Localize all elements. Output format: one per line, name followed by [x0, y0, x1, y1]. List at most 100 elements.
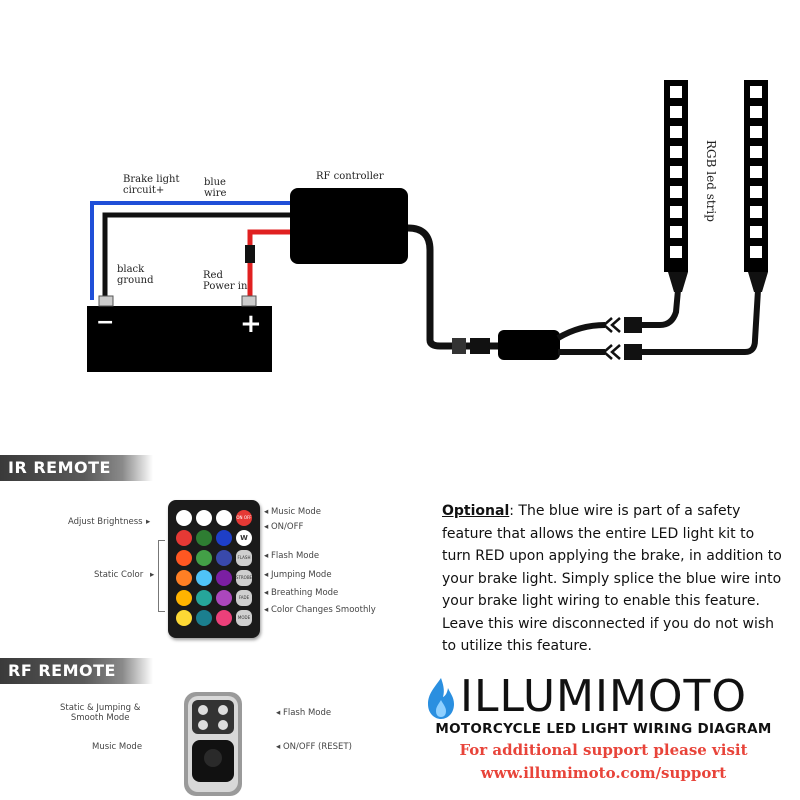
strip-tail-1	[668, 272, 688, 292]
led-chip	[750, 186, 762, 198]
red-power-wire	[247, 229, 290, 300]
orange-button[interactable]	[176, 570, 192, 586]
brake-light-label: Brake light circuit+	[123, 174, 180, 196]
blue-wire-label-line1: blue	[204, 177, 226, 188]
led-chip	[750, 226, 762, 238]
black-ground-label-line1: black	[117, 264, 145, 275]
white-button[interactable]: W	[236, 530, 252, 546]
yellow-button[interactable]	[176, 610, 192, 626]
fade-button[interactable]: FADE	[236, 590, 252, 606]
ir-label-color-changes-row: ◂ Color Changes Smoothly	[264, 605, 376, 615]
ir-label-color-changes-smoothly: Color Changes Smoothly	[270, 605, 376, 615]
blue-button[interactable]	[216, 530, 232, 546]
rf-remote-fob	[184, 692, 242, 796]
ir-arrow-adjust-brightness: ▸	[146, 517, 151, 527]
ir-arrow-static-color: ▸	[150, 570, 155, 580]
support-url[interactable]: www.illumimoto.com/support	[480, 764, 727, 782]
optional-body: : The blue wire is part of a safety feat…	[442, 503, 782, 654]
led-chip	[670, 206, 682, 218]
battery-plus-sign: +	[240, 309, 262, 339]
rf-label-flash-mode-row: ◂ Flash Mode	[276, 708, 332, 718]
battery-terminal-negative	[98, 295, 114, 307]
ir-label-music-mode-row: ◂ Music Mode	[264, 507, 322, 517]
indigo-button[interactable]	[216, 550, 232, 566]
red-power-label-line1: Red	[203, 270, 223, 281]
led-chip	[670, 226, 682, 238]
led-strip-1	[664, 80, 688, 272]
red-wire-connector	[245, 245, 255, 263]
sky-blue-button[interactable]	[196, 570, 212, 586]
brake-light-label-line2: circuit+	[123, 185, 165, 196]
arrow-upper-icon	[602, 317, 621, 333]
led-chip	[750, 126, 762, 138]
inline-connector-2	[470, 338, 490, 354]
violet-button[interactable]	[216, 590, 232, 606]
ir-label-static-color: Static Color	[94, 570, 144, 580]
ir-label-music-mode: Music Mode	[270, 507, 322, 517]
ir-remote-buttons: ON OFF W FLASH STROBE FADE MODE	[168, 500, 260, 638]
led-chip	[750, 106, 762, 118]
rf-remote-banner: RF REMOTE	[0, 658, 153, 684]
controller-output-cable	[407, 224, 498, 350]
led-chip	[670, 246, 682, 258]
on-off-button[interactable]: ON OFF	[236, 510, 252, 526]
strip-tail-2	[748, 272, 768, 292]
orange-red-button[interactable]	[176, 550, 192, 566]
led-chip	[670, 126, 682, 138]
strobe-button[interactable]: STROBE	[236, 570, 252, 586]
battery-terminal-positive	[241, 295, 257, 307]
black-ground-label-line2: ground	[117, 275, 154, 286]
rgb-strip-label: RGB led strip	[704, 140, 718, 222]
rf-controller-box	[290, 188, 408, 264]
red-power-label-line2: Power in	[203, 281, 248, 292]
ir-label-on-off: ON/OFF	[270, 522, 304, 532]
pink-button[interactable]	[216, 610, 232, 626]
mode-button[interactable]: MODE	[236, 610, 252, 626]
led-chip	[670, 146, 682, 158]
blue-wire-label-line2: wire	[204, 188, 227, 199]
red-power-label: Red Power in	[203, 270, 247, 292]
teal-button[interactable]	[196, 590, 212, 606]
rf-controller-label: RF controller	[316, 171, 384, 182]
battery	[87, 306, 272, 372]
led-chip	[670, 186, 682, 198]
purple-button[interactable]	[216, 570, 232, 586]
static-color-bracket	[158, 540, 165, 612]
light-green-button[interactable]	[196, 550, 212, 566]
inline-connector	[452, 338, 466, 354]
led-chip	[750, 246, 762, 258]
green-button[interactable]	[196, 530, 212, 546]
ir-label-jumping-mode: Jumping Mode	[270, 570, 332, 580]
rf-label-on-off-reset: ON/OFF (RESET)	[282, 742, 352, 752]
support-line-1: For additional support please visit	[459, 741, 748, 759]
ir-label-flash-mode-row: ◂ Flash Mode	[264, 551, 320, 561]
ir-label-jumping-mode-row: ◂ Jumping Mode	[264, 570, 332, 580]
brightness-down-button[interactable]	[176, 510, 192, 526]
music-mode-button[interactable]	[216, 510, 232, 526]
y-splitter	[498, 330, 560, 360]
brand-logo-text: ILLUMIMOTO	[460, 671, 748, 722]
rf-label-on-off-reset-row: ◂ ON/OFF (RESET)	[276, 742, 352, 752]
arrow-lower-icon	[602, 344, 621, 360]
rf-label-music-mode: Music Mode	[92, 742, 143, 752]
splitter-branch-upper	[556, 322, 606, 341]
dark-teal-button[interactable]	[196, 610, 212, 626]
black-ground-wire	[102, 212, 290, 300]
flash-button[interactable]: FLASH	[236, 550, 252, 566]
strip-connector-upper	[624, 317, 642, 333]
rf-label-static-jumping-line1: Static & Jumping &	[60, 703, 141, 713]
led-chip	[750, 166, 762, 178]
ir-label-flash-mode: Flash Mode	[270, 551, 320, 561]
red-button[interactable]	[176, 530, 192, 546]
strip-connector-lower	[624, 344, 642, 360]
black-ground-label: black ground	[117, 264, 153, 286]
led-chip	[750, 86, 762, 98]
wiring-diagram	[87, 80, 768, 372]
ir-label-breathing-mode-row: ◂ Breathing Mode	[264, 588, 339, 598]
led-chip	[750, 206, 762, 218]
ir-label-breathing-mode: Breathing Mode	[270, 588, 339, 598]
blue-wire	[90, 201, 290, 300]
amber-button[interactable]	[176, 590, 192, 606]
led-chip	[670, 86, 682, 98]
brightness-up-button[interactable]	[196, 510, 212, 526]
